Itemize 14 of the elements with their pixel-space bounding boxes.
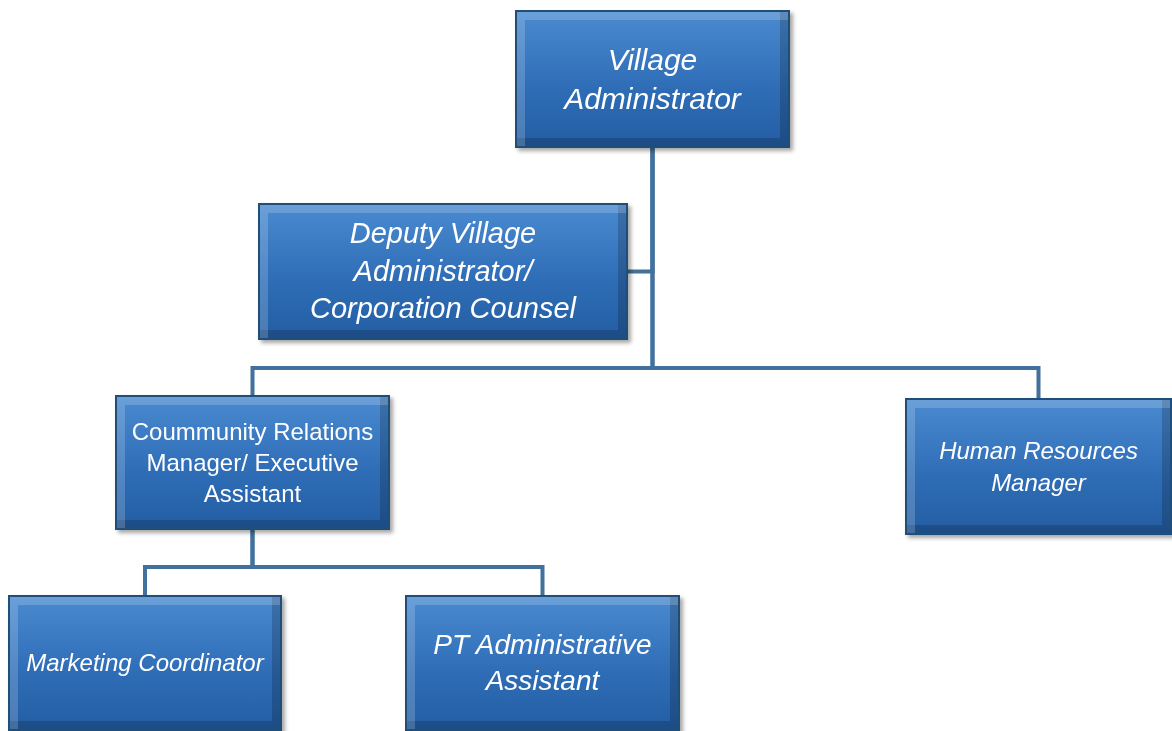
position-box — [115, 395, 390, 530]
position-box — [405, 595, 680, 731]
connector-line — [650, 148, 1041, 398]
position-title: Village Administrator — [562, 42, 743, 117]
position-box — [8, 595, 282, 731]
position-box — [905, 398, 1172, 535]
connector-line — [250, 530, 545, 595]
position-box — [258, 203, 628, 340]
position-box — [515, 10, 790, 148]
position-title: Marketing Coordinator — [26, 648, 264, 679]
position-title: Deputy Village Administrator/ Corporation Counsel — [309, 215, 578, 327]
position-title: Coummunity Relations Manager/ Executive Assistant — [131, 416, 374, 510]
position-title: PT Administrative Assistant — [432, 627, 653, 698]
position-title: Human Resources Manager — [938, 436, 1139, 498]
